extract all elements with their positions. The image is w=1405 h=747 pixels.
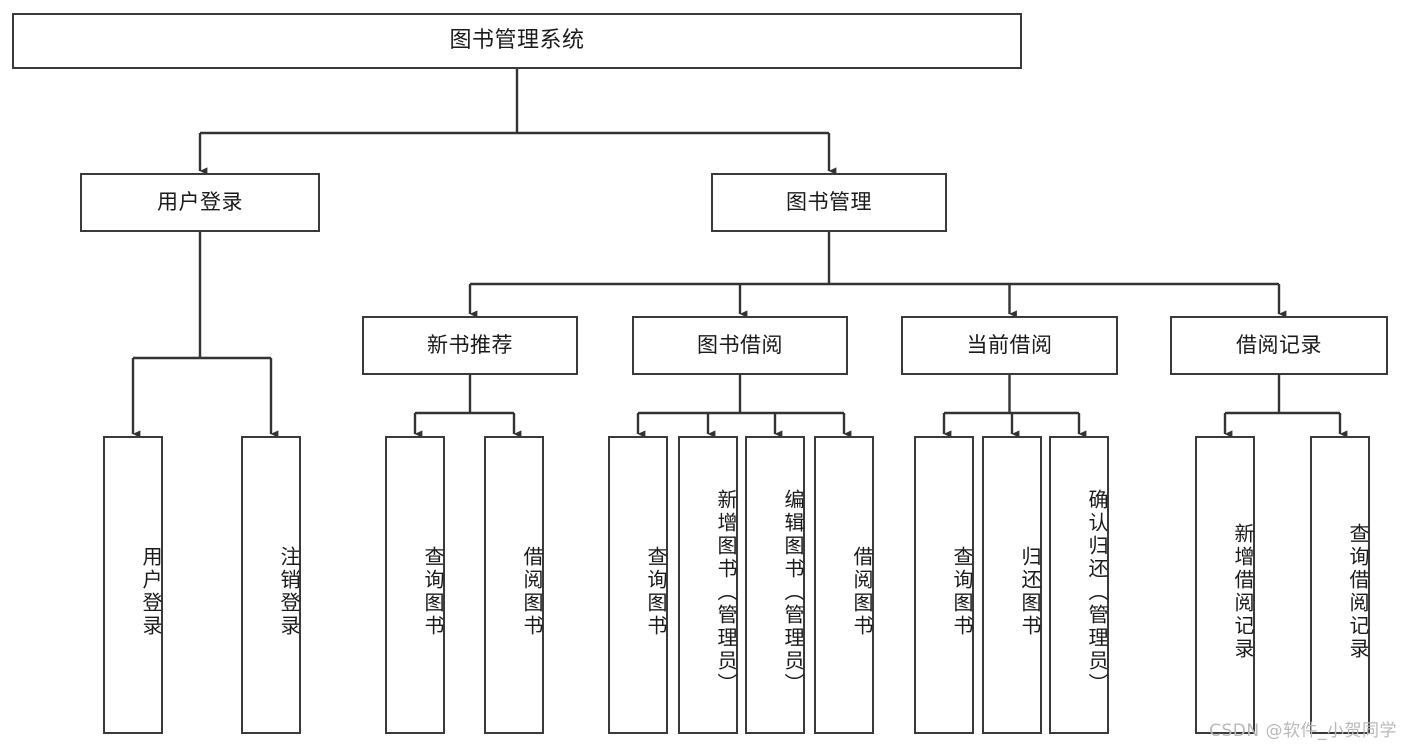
node-current-borrow[interactable]: 当前借阅 — [901, 316, 1118, 375]
node-label: 查询借阅记录 — [1346, 523, 1370, 661]
node-label: 注销登录 — [277, 546, 301, 638]
node-label: 查询图书 — [950, 546, 974, 638]
node-label: 图书管理 — [786, 189, 872, 214]
node-leaf-add-record[interactable]: 新增借阅记录 — [1195, 436, 1255, 734]
node-label: 编辑图书（管理员） — [781, 488, 805, 696]
node-label: 查询图书 — [644, 546, 668, 638]
node-borrow-record[interactable]: 借阅记录 — [1170, 316, 1388, 375]
node-leaf-return-book[interactable]: 归还图书 — [982, 436, 1042, 734]
csdn-watermark: CSDN @软件_小贺同学 — [1209, 721, 1397, 741]
node-leaf-confirm-return[interactable]: 确认归还（管理员） — [1049, 436, 1109, 734]
node-leaf-borrow-book[interactable]: 借阅图书 — [814, 436, 874, 734]
node-leaf-user-login[interactable]: 用户登录 — [103, 436, 163, 734]
node-leaf-query-book-cur[interactable]: 查询图书 — [914, 436, 974, 734]
node-leaf-edit-book[interactable]: 编辑图书（管理员） — [745, 436, 805, 734]
node-leaf-query-book-rec[interactable]: 查询图书 — [385, 436, 445, 734]
node-leaf-logout[interactable]: 注销登录 — [241, 436, 301, 734]
node-leaf-query-record[interactable]: 查询借阅记录 — [1310, 436, 1370, 734]
node-label: 图书管理系统 — [449, 27, 585, 53]
node-leaf-query-book-borrow[interactable]: 查询图书 — [608, 436, 668, 734]
node-user-login[interactable]: 用户登录 — [80, 173, 320, 232]
connector-edges — [131, 69, 1348, 438]
node-label: 新书推荐 — [427, 332, 513, 357]
node-leaf-add-book[interactable]: 新增图书（管理员） — [678, 436, 738, 734]
node-new-book-recommend[interactable]: 新书推荐 — [362, 316, 578, 375]
node-leaf-borrow-book-rec[interactable]: 借阅图书 — [484, 436, 544, 734]
node-label: 用户登录 — [157, 189, 243, 214]
node-root-system[interactable]: 图书管理系统 — [12, 13, 1022, 69]
node-label: 新增借阅记录 — [1231, 523, 1255, 661]
node-book-manage[interactable]: 图书管理 — [711, 173, 947, 232]
node-book-borrow[interactable]: 图书借阅 — [632, 316, 848, 375]
node-label: 当前借阅 — [966, 332, 1053, 357]
node-label: 查询图书 — [421, 546, 445, 638]
node-label: 借阅图书 — [520, 546, 544, 638]
node-label: 确认归还（管理员） — [1085, 488, 1109, 696]
node-label: 借阅记录 — [1236, 332, 1322, 357]
node-label: 借阅图书 — [850, 546, 874, 638]
node-label: 用户登录 — [139, 546, 163, 638]
node-label: 图书借阅 — [697, 332, 783, 357]
node-label: 归还图书 — [1018, 546, 1042, 638]
node-label: 新增图书（管理员） — [714, 488, 738, 696]
